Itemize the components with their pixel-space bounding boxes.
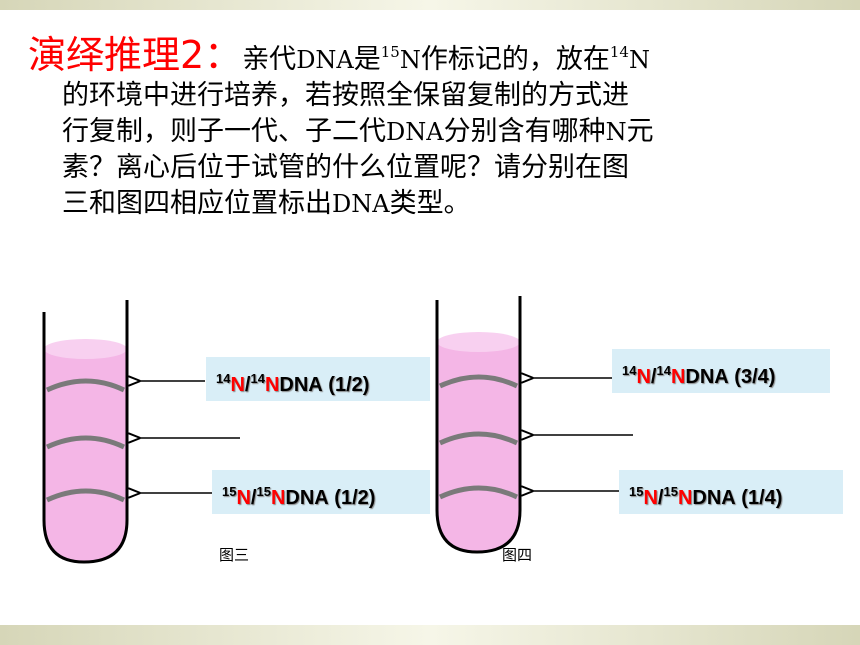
text-segment: DNA [332, 190, 390, 218]
tube-4-band-bottom [438, 485, 519, 500]
text-segment: N [605, 118, 627, 146]
label-text: DNA (3/4) [685, 366, 776, 388]
text-segment: 元 [626, 116, 654, 147]
tube-4-liquid [437, 342, 520, 552]
label-fig3-bottom: 15N/15NDNA (1/2) [212, 470, 430, 514]
label-text: DNA (1/2) [285, 487, 376, 509]
label-n: N [677, 487, 693, 509]
superscript: 15 [380, 43, 400, 61]
label-sup: 14 [622, 363, 637, 378]
caption-figure-4: 图四 [502, 546, 533, 564]
tube-3-liquid [44, 348, 127, 562]
text-segment: 行复制，则子一代、子二代 [62, 116, 386, 147]
label-sup: 14 [250, 371, 265, 386]
tube-3-band-middle [45, 435, 126, 450]
test-tube-4 [435, 296, 522, 554]
label-n: N [670, 366, 686, 388]
text-segment: 分别含有哪种 [443, 116, 606, 147]
tube-3-band-bottom [45, 488, 126, 503]
label-slash: / [244, 374, 251, 396]
text-segment: 类型。 [389, 188, 471, 219]
label-sup: 15 [256, 484, 271, 499]
label-sup: 15 [663, 484, 678, 499]
label-slash: / [650, 366, 657, 388]
label-text: DNA (1/4) [692, 487, 783, 509]
label-n: N [270, 487, 286, 509]
heading-title: 演绎推理2： [28, 33, 243, 77]
text-segment: 亲代 [242, 44, 297, 75]
text-segment: 三和图四相应位置标出 [62, 188, 332, 219]
text-segment: 作标记的，放在 [420, 44, 610, 75]
label-sup: 14 [656, 363, 671, 378]
text-segment: DNA [296, 46, 354, 74]
top-decor-band [0, 0, 860, 10]
caption-figure-3: 图三 [219, 546, 250, 564]
superscript: 14 [609, 43, 629, 61]
label-sup: 15 [629, 484, 644, 499]
text-segment: 是 [353, 44, 381, 75]
text-segment: N [628, 46, 650, 74]
label-n: N [264, 374, 280, 396]
text-line: 素？离心后位于试管的什么位置呢？请分别在图 [62, 152, 629, 183]
paragraph-body: 的环境中进行培养，若按照全保留复制的方式进 行复制，则子一代、子二代DNA分别含… [28, 78, 788, 222]
label-text: DNA (1/2) [279, 374, 370, 396]
test-tube-3 [42, 300, 129, 564]
bottom-decor-band [0, 625, 860, 645]
label-sup: 15 [222, 484, 237, 499]
label-sup: 14 [216, 371, 231, 386]
tube-4-outline [435, 296, 522, 554]
text-line: 的环境中进行培养，若按照全保留复制的方式进 [62, 80, 629, 111]
tube-3-band-top [45, 378, 126, 393]
text-segment: N [399, 46, 421, 74]
label-fig3-top: 14N/14NDNA (1/2) [206, 357, 430, 401]
label-fig4-bottom: 15N/15NDNA (1/4) [619, 470, 843, 514]
tube-3-meniscus [44, 339, 127, 359]
label-slash: / [250, 487, 257, 509]
label-slash: / [657, 487, 664, 509]
tube-3-outline [42, 300, 129, 564]
label-n: N [636, 366, 651, 388]
tube-4-band-top [438, 374, 519, 389]
text-segment: DNA [386, 118, 444, 146]
question-paragraph: 演绎推理2：亲代DNA是15N作标记的，放在14N 的环境中进行培养，若按照全保… [28, 34, 788, 222]
tube-4-meniscus [437, 332, 520, 352]
label-n: N [643, 487, 658, 509]
label-n: N [236, 487, 251, 509]
tube-4-band-middle [438, 431, 519, 446]
label-fig4-top: 14N/14NDNA (3/4) [612, 349, 830, 393]
label-n: N [230, 374, 245, 396]
